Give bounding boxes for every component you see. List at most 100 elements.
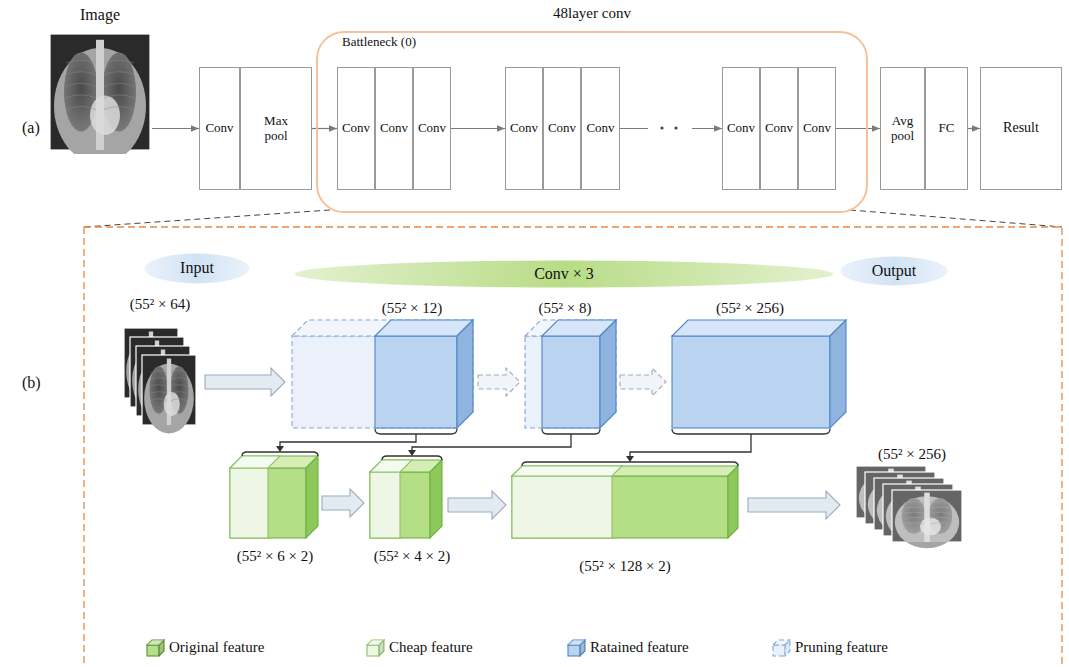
cube-front: [672, 336, 830, 428]
group-title: 48layer conv: [318, 5, 866, 22]
node-label: FC: [939, 121, 955, 136]
legend-swatch: [365, 638, 385, 658]
xray-rib: [66, 95, 96, 98]
node-label: Conv: [586, 121, 614, 136]
ellipsis-dot: [674, 126, 677, 129]
ellipse-fill: [841, 257, 948, 286]
legend-label: Ratained feature: [590, 639, 689, 656]
bracket: [522, 462, 738, 466]
cheap-feature-front: [370, 472, 400, 538]
swatch-cube: [145, 638, 165, 658]
legend-swatch: [771, 638, 791, 658]
layer-box: Conv: [505, 67, 543, 190]
feature-tint: [892, 490, 962, 542]
feature-cube: [230, 456, 318, 538]
node-label: Conv: [548, 121, 576, 136]
zoom-line: [850, 210, 1062, 227]
panel-tag: (b): [22, 374, 41, 392]
legend-label: Original feature: [169, 639, 264, 656]
block-arrow: [478, 368, 520, 396]
block-arrow: [748, 491, 840, 519]
block-arrow: [448, 491, 506, 519]
feature-cube: [542, 320, 616, 428]
bracket: [542, 429, 600, 434]
feature-cube: [147, 640, 164, 656]
swatch-shade: [379, 640, 384, 656]
xray-heart: [90, 95, 120, 134]
swatch-cube: [365, 638, 385, 658]
arrow-tip: [626, 456, 634, 462]
block-name: Battleneck (0): [342, 35, 416, 50]
dimension-label: (55² × 64): [130, 296, 190, 313]
block-arrow: [620, 368, 666, 396]
cube-front: [568, 645, 580, 656]
flow-arrow: [836, 128, 880, 129]
node-label: Conv × 3: [534, 265, 594, 283]
feature-cube: [375, 320, 473, 428]
layer-box: Result: [980, 67, 1062, 190]
node-label: Conv: [765, 121, 793, 136]
cube-side: [600, 320, 616, 428]
xray-rib: [66, 60, 96, 63]
layer-box: Conv: [760, 67, 798, 190]
xray-rib: [151, 378, 167, 380]
cube-top: [672, 320, 846, 336]
stage-ellipse: Conv × 3: [292, 260, 836, 288]
cube-front: [230, 468, 306, 538]
swatch-cube: [566, 638, 586, 658]
swatch-cube: [771, 638, 791, 658]
xray-heart: [164, 392, 180, 416]
swatch-shade: [580, 640, 585, 656]
legend-item: Ratained feature: [566, 638, 689, 658]
flow-arrow: [451, 128, 505, 129]
legend-item: Cheap feature: [365, 638, 473, 658]
cube-top: [375, 320, 473, 336]
xray-rib: [151, 371, 167, 373]
xray-rib: [151, 385, 167, 387]
xray-rib: [171, 371, 187, 373]
legend-swatch: [566, 638, 586, 658]
xray-rib: [104, 60, 134, 63]
cube-side: [830, 320, 846, 428]
legend-label: Cheap feature: [389, 639, 473, 656]
arrow-tip: [408, 450, 416, 456]
cube-side: [457, 320, 473, 428]
bracket-leader: [412, 434, 571, 451]
dimension-label: (55² × 6 × 2): [237, 548, 313, 565]
cube-side: [728, 466, 738, 538]
layer-box: Conv: [581, 67, 620, 190]
legend-item: Original feature: [145, 638, 264, 658]
stage-ellipse: Input: [144, 253, 250, 284]
cube-front: [147, 645, 159, 656]
cube-front: [375, 336, 457, 428]
node-label: Conv: [380, 121, 408, 136]
xray-rib: [66, 107, 96, 110]
layer-box: Avg pool: [880, 67, 925, 190]
ellipsis-dot: [660, 126, 663, 129]
layer-box: Conv: [798, 67, 836, 190]
dimension-label: (55² × 128 × 2): [579, 558, 670, 575]
xray-rib: [171, 378, 187, 380]
stage-ellipse: Output: [840, 256, 948, 286]
pruning-feature-cube: [773, 640, 790, 656]
cube-front: [370, 472, 430, 538]
layer-box: Conv: [375, 67, 413, 190]
cube-side: [785, 640, 790, 656]
cube-front: [292, 336, 457, 428]
cube-front: [773, 645, 785, 656]
node-label: Conv: [342, 121, 370, 136]
xray-rib: [104, 95, 134, 98]
legend-item: Pruning feature: [771, 638, 888, 658]
layer-box: Conv: [413, 67, 451, 190]
cheap-feature-top: [512, 466, 622, 476]
dimension-label: (55² × 256): [716, 300, 784, 317]
cube-top: [512, 466, 738, 476]
legend-swatch: [145, 638, 165, 658]
cheap-feature-front: [512, 476, 612, 538]
layer-box: Max pool: [240, 67, 312, 190]
dimension-label: (55² × 12): [382, 300, 442, 317]
input-image: Image: [48, 4, 152, 154]
cube-front: [367, 645, 379, 656]
layer-group: 48layer convConvConvConvConvConvConvConv…: [316, 31, 868, 213]
ellipse-fill: [295, 261, 834, 288]
